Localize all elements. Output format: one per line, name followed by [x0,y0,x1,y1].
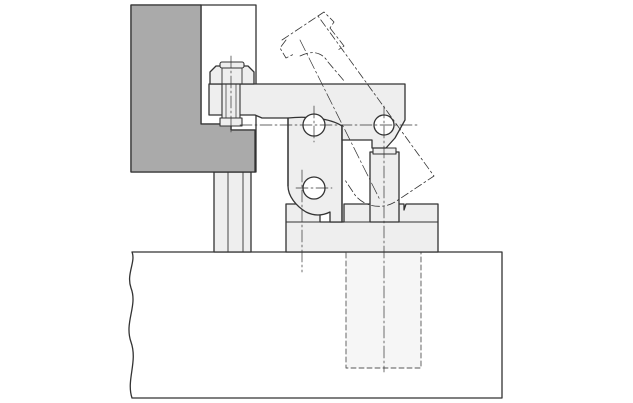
plunger-cap [372,147,397,155]
support-pin [213,171,252,253]
arm-open-position-nut [279,11,345,59]
plunger [369,151,400,223]
hex-nut-top [219,61,245,69]
centerlines [230,39,421,373]
hidden-bore [345,251,422,369]
arm-open-position-link [299,52,346,83]
centerline-link-diagonal [299,39,381,201]
hidden-bore-fill [346,252,421,368]
workpiece-shade [130,4,256,173]
hex-nut [209,65,255,85]
base-block [128,251,503,399]
